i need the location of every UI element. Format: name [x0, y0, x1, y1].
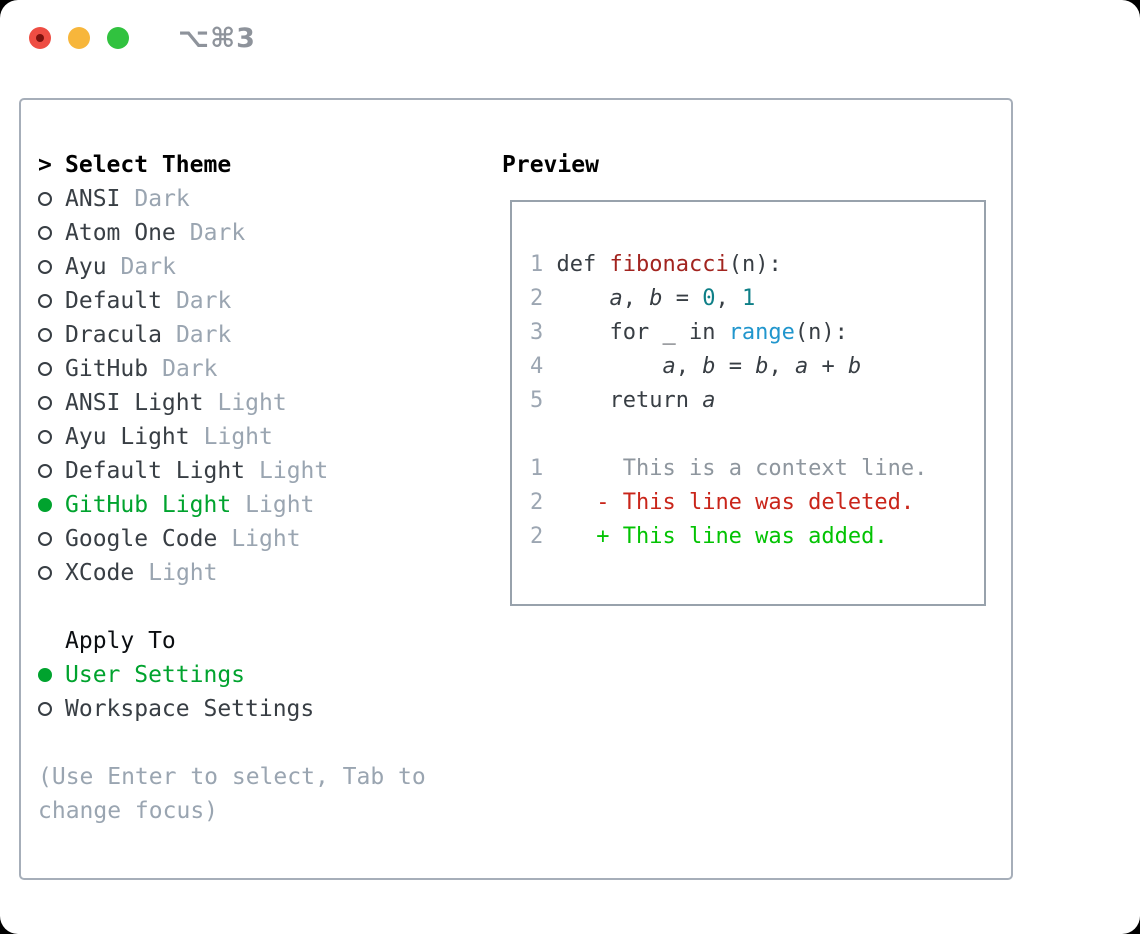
theme-option-google-code[interactable]: Google Code Light: [38, 522, 478, 556]
theme-option-github[interactable]: GitHub Dark: [38, 352, 478, 386]
prompt-icon: >: [38, 152, 52, 178]
variant-tag: Dark: [189, 220, 246, 246]
variant-tag: Light: [245, 492, 315, 518]
radio-unselected-icon: [38, 464, 52, 478]
theme-option-default[interactable]: Default Dark: [38, 284, 478, 318]
variant-tag: Light: [203, 424, 273, 450]
radio-unselected-icon: [38, 294, 52, 308]
option-label: Dracula: [65, 322, 162, 348]
variant-tag: Dark: [175, 288, 232, 314]
code-line: 1 def fibonacci(n):: [530, 252, 782, 277]
variant-tag: Dark: [175, 322, 232, 348]
select-theme-title: Select Theme: [65, 152, 232, 178]
variant-tag: Light: [148, 560, 218, 586]
close-button-icon[interactable]: [29, 27, 51, 49]
option-label: Default: [65, 288, 162, 314]
theme-option-ayu-light[interactable]: Ayu Light Light: [38, 420, 478, 454]
window-shortcut-label: ⌥⌘3: [178, 22, 256, 54]
code-line: 5 return a: [530, 388, 716, 413]
spacer: [38, 726, 478, 760]
close-dot-icon: [36, 34, 44, 42]
variant-tag: Dark: [162, 356, 218, 382]
spacer: [38, 590, 478, 624]
theme-option-dracula[interactable]: Dracula Dark: [38, 318, 478, 352]
theme-option-github-light[interactable]: GitHub Light Light: [38, 488, 478, 522]
variant-tag: Light: [217, 390, 287, 416]
radio-unselected-icon: [38, 702, 52, 716]
radio-unselected-icon: [38, 260, 52, 274]
code-line: 1 This is a context line.: [530, 456, 928, 481]
radio-selected-icon: [38, 668, 52, 682]
radio-unselected-icon: [38, 566, 52, 580]
option-label: User Settings: [65, 662, 246, 688]
option-label: Default Light: [65, 458, 246, 484]
option-label: GitHub: [65, 356, 149, 382]
minimize-button-icon[interactable]: [68, 27, 90, 49]
code-line: 2 - This line was deleted.: [530, 490, 915, 515]
option-label: Atom One: [65, 220, 176, 246]
code-line: 3 for _ in range(n):: [530, 320, 848, 345]
variant-tag: Light: [259, 458, 329, 484]
variant-tag: Light: [231, 526, 301, 552]
theme-option-xcode[interactable]: XCode Light: [38, 556, 478, 590]
option-label: ANSI: [65, 186, 121, 212]
theme-option-default-light[interactable]: Default Light Light: [38, 454, 478, 488]
option-label: Ayu: [65, 254, 107, 280]
radio-unselected-icon: [38, 532, 52, 546]
code-line: 2 a, b = 0, 1: [530, 286, 756, 311]
select-theme-header-row: > Select Theme: [38, 148, 478, 182]
radio-selected-icon: [38, 498, 52, 512]
apply-to-title: Apply To: [65, 628, 176, 654]
code-line: 4 a, b = b, a + b: [530, 354, 862, 379]
apply-option-workspace-settings[interactable]: Workspace Settings: [38, 692, 478, 726]
variant-tag: Dark: [134, 186, 190, 212]
preview-title: Preview: [502, 152, 599, 178]
radio-unselected-icon: [38, 430, 52, 444]
theme-option-ansi[interactable]: ANSI Dark: [38, 182, 478, 216]
code-line: 2 + This line was added.: [530, 524, 888, 549]
code-line: [530, 418, 984, 452]
preview-code: 1 def fibonacci(n): 2 a, b = 0, 1 3 for _ …: [530, 248, 984, 554]
theme-option-ansi-light[interactable]: ANSI Light Light: [38, 386, 478, 420]
option-label: Ayu Light: [65, 424, 190, 450]
radio-unselected-icon: [38, 226, 52, 240]
preview-box: 1 def fibonacci(n): 2 a, b = 0, 1 3 for _ …: [510, 200, 986, 606]
variant-tag: Dark: [120, 254, 176, 280]
apply-to-header-row: Apply To: [38, 624, 478, 658]
theme-option-ayu[interactable]: Ayu Dark: [38, 250, 478, 284]
option-label: GitHub Light: [65, 492, 232, 518]
apply-option-user-settings[interactable]: User Settings: [38, 658, 478, 692]
option-label: XCode: [65, 560, 135, 586]
titlebar: ⌥⌘3: [29, 23, 256, 54]
option-label: Workspace Settings: [65, 696, 315, 722]
radio-unselected-icon: [38, 396, 52, 410]
radio-unselected-icon: [38, 362, 52, 376]
theme-option-atom-one[interactable]: Atom One Dark: [38, 216, 478, 250]
radio-unselected-icon: [38, 192, 52, 206]
help-text: (Use Enter to select, Tab to change focu…: [38, 764, 426, 824]
option-label: ANSI Light: [65, 390, 204, 416]
zoom-button-icon[interactable]: [107, 27, 129, 49]
radio-unselected-icon: [38, 328, 52, 342]
option-label: Google Code: [65, 526, 218, 552]
